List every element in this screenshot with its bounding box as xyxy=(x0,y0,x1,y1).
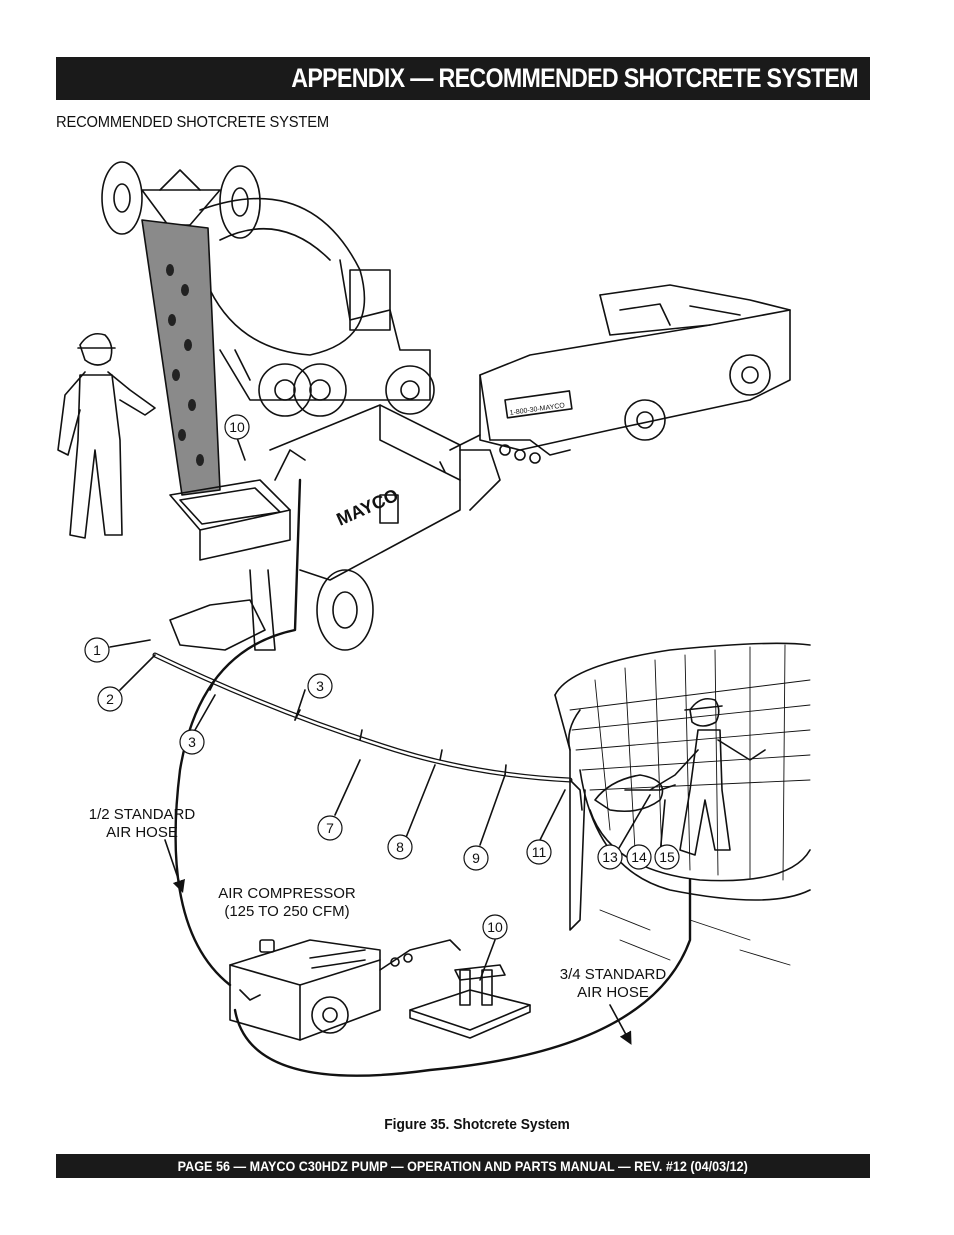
callout-10-top xyxy=(224,414,250,440)
compressor-label-line1: AIR COMPRESSOR xyxy=(218,885,356,902)
three-quarter-hose-label-line1: 3/4 STANDARD xyxy=(560,966,667,983)
callout-3-top xyxy=(307,673,333,699)
callout-3-bottom xyxy=(179,729,205,755)
callout-13 xyxy=(597,844,623,870)
section-label: RECOMMENDED SHOTCRETE SYSTEM xyxy=(56,114,329,131)
air-manifold-illustration xyxy=(409,964,531,1039)
callout-8 xyxy=(387,834,413,860)
svg-text:9: 9 xyxy=(472,850,480,866)
mixer-truck-illustration xyxy=(101,161,435,417)
nozzleman-illustration xyxy=(594,697,766,856)
svg-text:1: 1 xyxy=(93,642,101,658)
svg-text:10: 10 xyxy=(229,419,245,435)
page-header: APPENDIX — RECOMMENDED SHOTCRETE SYSTEM xyxy=(56,57,870,100)
callout-10-bottom xyxy=(482,914,508,940)
shotcrete-system-figure: MAYCO 1-800-30-MAYCO xyxy=(50,150,820,1100)
pump-trailer-illustration: MAYCO xyxy=(169,404,501,651)
svg-text:7: 7 xyxy=(326,820,334,836)
pickup-truck-illustration: 1-800-30-MAYCO xyxy=(479,284,791,451)
svg-text:2: 2 xyxy=(106,691,114,707)
half-hose-label-line2: AIR HOSE xyxy=(106,824,178,841)
page-title: APPENDIX — RECOMMENDED SHOTCRETE SYSTEM xyxy=(291,63,858,93)
pool-shotcrete-area xyxy=(554,642,811,966)
compressor-label-line2: (125 TO 250 CFM) xyxy=(224,903,349,920)
svg-text:15: 15 xyxy=(659,849,675,865)
page-footer: PAGE 56 — MAYCO C30HDZ PUMP — OPERATION … xyxy=(56,1154,870,1178)
footer-text: PAGE 56 — MAYCO C30HDZ PUMP — OPERATION … xyxy=(177,1158,749,1174)
truck-phone-decal: 1-800-30-MAYCO xyxy=(509,402,565,417)
callout-14 xyxy=(626,844,652,870)
svg-text:14: 14 xyxy=(631,849,647,865)
material-hose xyxy=(152,652,573,783)
figure-caption: Figure 35. Shotcrete System xyxy=(384,1116,570,1133)
callout-11 xyxy=(526,839,552,865)
callout-7 xyxy=(317,815,343,841)
shotcrete-illustration: MAYCO 1-800-30-MAYCO xyxy=(57,161,811,1077)
concrete-chute xyxy=(141,219,221,496)
callout-9 xyxy=(463,845,489,871)
callout-15 xyxy=(654,844,680,870)
svg-text:3: 3 xyxy=(316,678,324,694)
svg-text:3: 3 xyxy=(188,734,196,750)
callout-1 xyxy=(84,637,110,663)
svg-text:13: 13 xyxy=(602,849,618,865)
half-inch-air-hose xyxy=(174,478,302,987)
three-quarter-hose-label-line2: AIR HOSE xyxy=(577,984,649,1001)
air-compressor-illustration xyxy=(229,939,461,1041)
standing-worker-illustration xyxy=(57,332,156,539)
three-quarter-air-hose xyxy=(233,878,692,1077)
svg-text:8: 8 xyxy=(396,839,404,855)
callout-2 xyxy=(97,686,123,712)
svg-text:11: 11 xyxy=(532,844,547,860)
half-hose-label-line1: 1/2 STANDARD xyxy=(89,806,196,823)
svg-text:10: 10 xyxy=(487,919,503,935)
